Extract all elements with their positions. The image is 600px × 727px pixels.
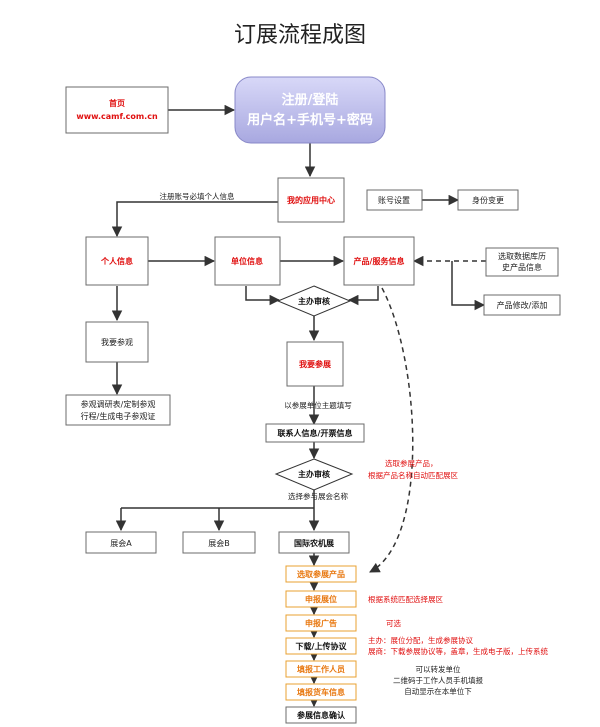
node-account-settings-label: 账号设置: [378, 195, 410, 205]
node-host-review-2-label: 主办审核: [298, 469, 330, 479]
node-visit-result: [65, 394, 171, 426]
node-visit-result-line2: 行程/生成电子参观证: [81, 411, 156, 421]
node-select-products: [285, 565, 357, 583]
node-identity-change: [457, 189, 519, 211]
node-fill-staff: [285, 660, 357, 678]
note-agreement-line2: 展商：下载参展协议等，盖章，生成电子版，上传系统: [368, 646, 548, 656]
node-contact-info: [265, 423, 365, 443]
node-history-line1: 选取数据库历: [498, 251, 546, 261]
node-home-title: 首页: [109, 98, 125, 108]
note-staff-line3: 自动显示在本单位下: [404, 686, 472, 696]
note-register: 注册账号必填个人信息: [160, 191, 235, 201]
node-identity-change-label: 身份变更: [472, 195, 504, 205]
edge-appcenter-personal: [111, 201, 278, 238]
node-home-url: www.camf.com.cn: [76, 112, 158, 121]
node-personal-info: [85, 236, 149, 286]
node-download-agreement-label: 下载/上传协议: [296, 641, 348, 651]
node-expo-intl: [278, 531, 350, 554]
node-register: [234, 76, 386, 144]
note-company: 以参展单位主题填写: [284, 400, 352, 410]
edge-product-select-dashed: [369, 287, 414, 573]
node-visit: [85, 321, 149, 363]
note-booth: 根据系统匹配选择展区: [368, 594, 443, 604]
node-exhibit: [286, 341, 344, 387]
node-fill-vehicles: [285, 683, 357, 701]
node-visit-label: 我要参观: [101, 337, 133, 347]
node-expo-a-label: 展会A: [110, 538, 132, 548]
node-product-info-label: 产品/服务信息: [354, 256, 405, 266]
node-app-center: [277, 177, 345, 223]
edge-product-review1: [347, 286, 379, 306]
node-confirm-info-label: 参展信息确认: [296, 710, 346, 720]
node-history-product: [485, 247, 559, 277]
node-expo-a: [85, 531, 157, 554]
node-host-review-2: [274, 458, 354, 491]
node-register-line2: 用户名+手机号+密码: [246, 112, 373, 128]
node-host-review-1-label: 主办审核: [298, 296, 330, 306]
note-staff-line1: 可以转发单位: [416, 664, 461, 674]
node-fill-vehicles-label: 填报货车信息: [297, 687, 345, 697]
note-select-line2: 根据产品名称自动匹配展区: [368, 470, 458, 480]
node-select-products-label: 选取参展产品: [297, 569, 345, 579]
note-select-line1: 选取参展产品，: [385, 458, 438, 468]
node-apply-ads-label: 申报广告: [305, 618, 337, 628]
node-download-agreement: [285, 637, 357, 655]
node-personal-info-label: 个人信息: [100, 256, 133, 266]
note-ads: 可选: [386, 618, 401, 628]
chart-title: 订展流程成图: [234, 23, 366, 48]
node-expo-intl-label: 国际农机展: [294, 538, 334, 548]
node-apply-booth: [285, 590, 357, 608]
node-history-line2: 史产品信息: [502, 262, 542, 272]
node-company-info: [214, 236, 281, 286]
node-apply-booth-label: 申报展位: [305, 594, 337, 604]
note-choose-expo: 选择参与展会名称: [288, 491, 348, 501]
node-account-settings: [366, 189, 423, 211]
node-register-line1: 注册/登陆: [282, 92, 339, 108]
node-app-center-label: 我的应用中心: [287, 195, 335, 205]
node-expo-b: [182, 531, 256, 554]
node-confirm-info: [285, 706, 357, 724]
node-visit-result-line1: 参观调研表/定制参观: [81, 399, 156, 409]
node-home: [65, 86, 169, 134]
node-apply-ads: [285, 614, 357, 632]
node-company-info-label: 单位信息: [231, 256, 263, 266]
edge-company-review1: [245, 286, 281, 306]
node-exhibit-label: 我要参展: [299, 359, 331, 369]
node-contact-info-label: 联系人信息/开票信息: [278, 428, 353, 438]
note-agreement-line1: 主办：展位分配，生成参展协议: [368, 635, 473, 645]
node-product-info: [343, 236, 415, 286]
node-host-review-1: [276, 285, 352, 317]
note-staff-line2: 二维码于工作人员手机填报: [393, 675, 483, 685]
node-expo-b-label: 展会B: [208, 538, 230, 548]
node-product-edit: [483, 294, 561, 316]
node-fill-staff-label: 填报工作人员: [297, 664, 345, 674]
node-product-edit-label: 产品修改/添加: [497, 300, 548, 310]
edge-product-edit: [451, 261, 486, 311]
